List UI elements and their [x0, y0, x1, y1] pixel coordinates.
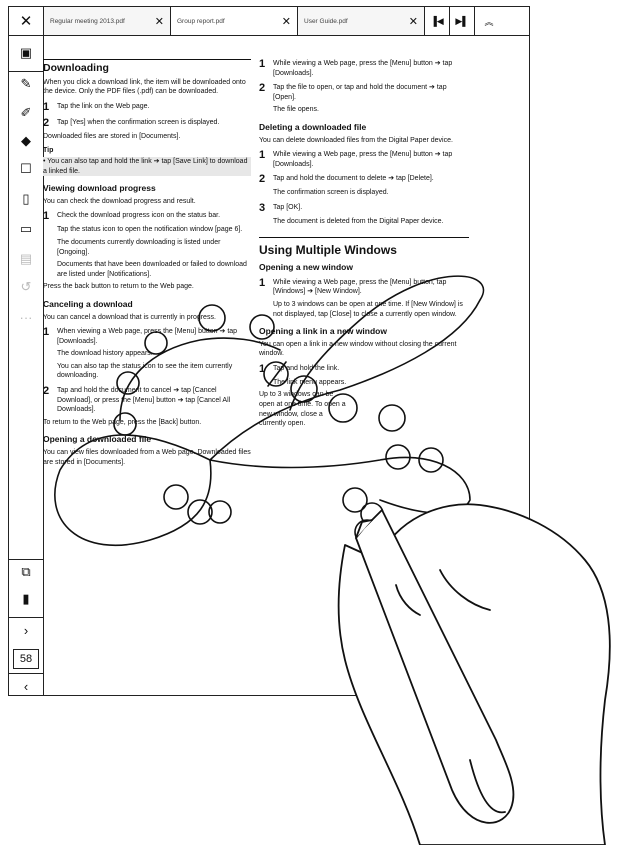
tool-sidebar: ▣ ✎ ✐ ◆ ☐ ▯ ▭ ▤ ↺ ··· ⧉ ▮ › 58 ‹ — [9, 35, 44, 695]
sub-text: Up to 3 windows can be open at one time.… — [273, 300, 463, 318]
delete-title: Deleting a downloaded file — [259, 121, 367, 132]
back-note: Press the back button to return to the W… — [43, 283, 194, 291]
step-text: While viewing a Web page, press the [Men… — [273, 278, 447, 296]
hand-with-stylus — [337, 503, 611, 845]
step-number: 1 — [259, 362, 266, 375]
device-frame: ✕ Regular meeting 2013.pdf ✕ Group repor… — [8, 6, 530, 696]
prev-page-icon[interactable]: ‹ — [9, 673, 43, 698]
step-number: 2 — [259, 173, 266, 186]
step: 1 Check the download progress icon on the… — [43, 211, 251, 222]
step-text: Check the download progress icon on the … — [57, 212, 221, 220]
cancel-title: Canceling a download — [43, 298, 133, 309]
sub-text: Documents that have been downloaded or f… — [57, 261, 247, 278]
bookmark-icon[interactable]: ▮ — [22, 591, 30, 606]
sub-text: The document is deleted from the Digital… — [273, 217, 444, 225]
delete-intro: You can delete downloaded files from the… — [259, 136, 453, 144]
step: 1 Tap and hold the link. — [259, 362, 469, 375]
step: 3 Tap [OK]. — [259, 201, 469, 214]
next-page-icon[interactable]: › — [9, 617, 43, 642]
eraser-icon[interactable]: ◆ — [21, 133, 31, 148]
stored-note: Downloaded files are stored in [Document… — [43, 132, 181, 140]
step: 2 Tap and hold the document to delete ➔ t… — [259, 174, 469, 185]
view-progress-intro: You can check the download progress and … — [43, 197, 196, 205]
section-rule — [259, 236, 469, 238]
tab-group-report[interactable]: Group report.pdf ✕ — [171, 7, 298, 35]
step-text: Tap the file to open, or tap and hold th… — [273, 84, 447, 101]
step: 1 When viewing a Web page, press the [Men… — [43, 327, 251, 346]
step-number: 2 — [43, 116, 50, 129]
step-text: Tap and hold the document to delete ➔ ta… — [273, 175, 434, 183]
step-number: 1 — [43, 326, 50, 339]
tip-text: • You can also tap and hold the link ➔ t… — [43, 156, 251, 177]
tab-close-icon[interactable]: ✕ — [408, 15, 418, 28]
open-file-intro: You can view files downloaded from a Web… — [43, 449, 251, 466]
step-number: 1 — [43, 210, 50, 223]
tab-user-guide[interactable]: User Guide.pdf ✕ — [298, 7, 425, 35]
downloading-intro: When you click a download link, the item… — [43, 78, 246, 96]
step: 1 While viewing a Web page, press the [Me… — [259, 150, 469, 169]
step: 2 Tap the file to open, or tap and hold t… — [259, 83, 469, 102]
step-number: 1 — [259, 58, 266, 70]
step-text: Tap the link on the Web page. — [57, 102, 150, 110]
step-number: 1 — [259, 276, 266, 289]
tab-close-icon[interactable]: ✕ — [281, 15, 291, 28]
open-window-title: Opening a new window — [259, 262, 353, 273]
step-number: 2 — [43, 385, 50, 398]
return-note: To return to the Web page, press the [Ba… — [43, 418, 202, 426]
note-icon[interactable]: ☐ — [20, 161, 32, 176]
open-link-intro: You can open a link in a new window with… — [259, 340, 457, 358]
left-column: Downloading When you click a download li… — [43, 59, 251, 471]
rectangle-select-icon[interactable]: ▭ — [19, 221, 33, 236]
step-text: While viewing a Web page, press the [Men… — [273, 60, 453, 77]
sub-text: The documents currently downloading is l… — [57, 238, 221, 256]
sub-text: The link menu appears. — [273, 378, 347, 386]
multi-window-title: Using Multiple Windows — [259, 242, 397, 257]
undo-icon[interactable]: ↺ — [20, 279, 32, 294]
step: 1 Tap the link on the Web page. — [43, 100, 251, 113]
cancel-intro: You can cancel a download that is curren… — [43, 313, 216, 321]
tab-label: User Guide.pdf — [304, 17, 348, 25]
step-number: 1 — [43, 100, 50, 113]
step: 1 While viewing a Web page, press the [Me… — [259, 276, 469, 297]
drawn-doodle — [54, 275, 485, 546]
window-split-icon[interactable]: ▣ — [19, 45, 33, 60]
thumbnail-icon[interactable]: ⧉ — [9, 559, 43, 584]
view-progress-title: Viewing download progress — [43, 183, 156, 194]
step-text: Tap and hold the link. — [273, 364, 340, 372]
step-text: When viewing a Web page, press the [Menu… — [57, 328, 238, 345]
step: 1 While viewing a Web page, press the [Me… — [259, 58, 469, 78]
open-link-title: Opening a link in a new window — [259, 326, 387, 337]
sub-text: The download history appears. — [57, 350, 153, 358]
first-page-icon[interactable]: ▐◀ — [425, 7, 450, 35]
more-icon[interactable]: ··· — [19, 309, 33, 325]
step-number: 1 — [259, 149, 266, 162]
tab-regular-meeting[interactable]: Regular meeting 2013.pdf ✕ — [44, 7, 171, 35]
section-rule — [43, 59, 251, 60]
collapse-up-icon[interactable]: ︽ — [484, 16, 494, 27]
marker-icon[interactable]: ✐ — [20, 105, 32, 120]
step-text: Tap [OK]. — [273, 203, 303, 211]
step: 2 Tap [Yes] when the confirmation screen … — [43, 116, 251, 129]
close-reader-icon[interactable]: ✕ — [9, 7, 44, 35]
page-number[interactable]: 58 — [13, 649, 39, 669]
tip-label: Tip — [43, 147, 54, 155]
step-text: Tap [Yes] when the confirmation screen i… — [57, 118, 220, 126]
tab-label: Regular meeting 2013.pdf — [50, 17, 125, 25]
page-icon[interactable]: ▯ — [22, 191, 30, 206]
step-text: While viewing a Web page, press the [Men… — [273, 151, 453, 168]
sub-text: The confirmation screen is displayed. — [273, 189, 389, 197]
tab-close-icon[interactable]: ✕ — [154, 15, 164, 28]
step-number: 2 — [259, 82, 266, 95]
sub-text: Tap the status icon to open the notifica… — [57, 226, 243, 234]
sub-text: The file opens. — [273, 106, 319, 114]
last-page-icon[interactable]: ▶▌ — [450, 7, 475, 35]
tab-label: Group report.pdf — [177, 17, 225, 25]
copy-icon[interactable]: ▤ — [19, 251, 33, 266]
pen-icon[interactable]: ✎ — [9, 71, 43, 96]
tab-bar: ✕ Regular meeting 2013.pdf ✕ Group repor… — [9, 7, 529, 36]
downloading-title: Downloading — [43, 62, 109, 74]
step-number: 3 — [259, 201, 266, 214]
